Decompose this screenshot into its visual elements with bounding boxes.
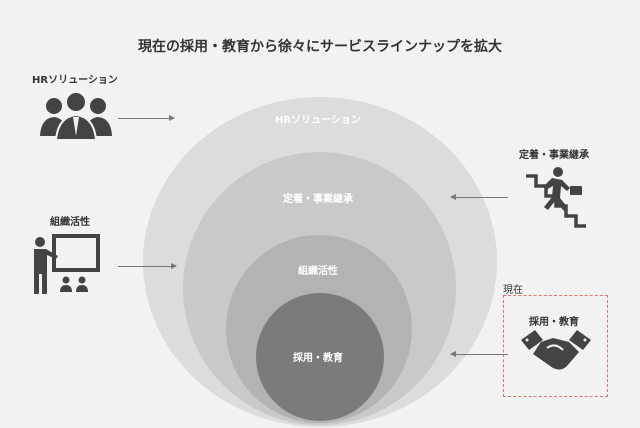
arrow-org xyxy=(118,263,177,269)
presentation-icon xyxy=(34,234,100,294)
handshake-icon xyxy=(521,330,591,370)
arrow-hr xyxy=(118,115,175,121)
current-highlight-box xyxy=(503,295,608,397)
arrow-retention xyxy=(450,194,508,200)
circle-label-retention: 定着・事業継承 xyxy=(283,194,353,205)
side-label-retention: 定着・事業継承 xyxy=(519,150,589,161)
climbing-stairs-icon xyxy=(526,167,586,228)
circle-label-recruit: 採用・教育 xyxy=(293,353,343,364)
circle-label-org: 組織活性 xyxy=(298,266,338,277)
business-people-icon xyxy=(40,91,112,140)
circle-recruit-education xyxy=(256,293,384,421)
arrow-recruit xyxy=(450,351,508,357)
current-tag: 現在 xyxy=(503,285,523,296)
side-label-org: 組織活性 xyxy=(50,217,90,228)
side-label-hr: HRソリューション xyxy=(32,75,118,86)
side-label-recruit: 採用・教育 xyxy=(529,317,579,328)
diagram-title: 現在の採用・教育から徐々にサービスラインナップを拡大 xyxy=(138,39,502,55)
circle-label-hr: HRソリューション xyxy=(275,115,361,126)
